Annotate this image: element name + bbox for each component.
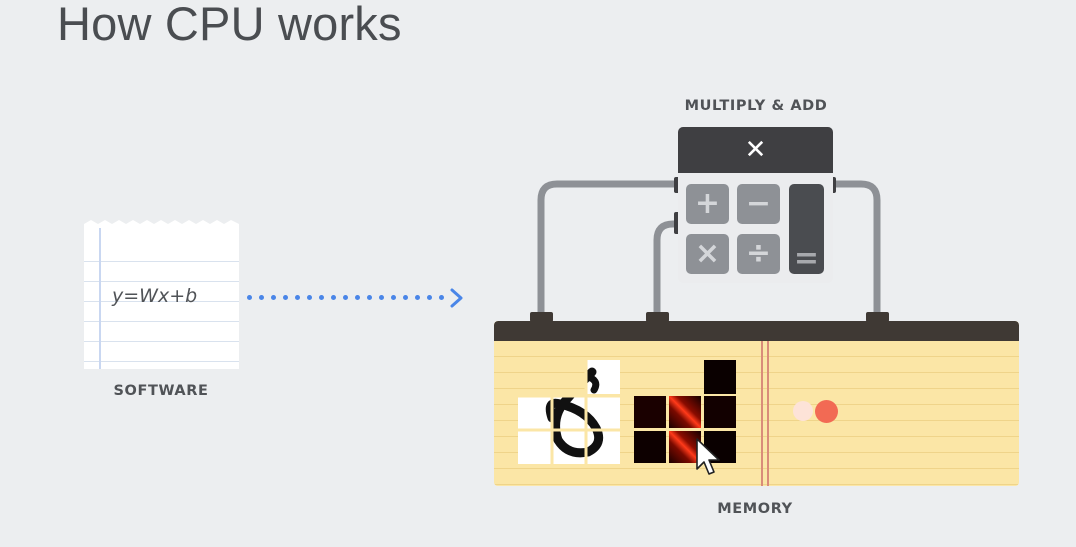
input-image-grid	[518, 360, 620, 464]
arrow-head-icon	[450, 288, 463, 308]
torn-edge	[84, 220, 239, 230]
software-label: SOFTWARE	[113, 383, 209, 399]
notepad-binding	[494, 321, 1019, 341]
alu-label: MULTIPLY & ADD	[684, 98, 828, 114]
software-note: y=Wx+b	[84, 220, 239, 369]
alu-display: ✕	[678, 127, 833, 173]
slide-title: How CPU works	[57, 0, 402, 50]
faded-dot	[793, 401, 813, 421]
plus-key: +	[686, 184, 729, 224]
divide-key: ÷	[737, 234, 780, 274]
margin-line-2	[767, 341, 769, 486]
cursor-pointer-icon	[696, 438, 720, 475]
alu-keypad: + − × ÷ =	[678, 173, 833, 283]
red-dot	[815, 400, 838, 423]
formula-text: y=Wx+b	[112, 285, 198, 307]
output-activation-grid	[634, 360, 736, 463]
equals-key: =	[789, 184, 824, 276]
times-key: ×	[686, 234, 729, 274]
note-lines	[84, 242, 239, 369]
minus-key: −	[737, 184, 780, 224]
memory-label: MEMORY	[717, 501, 793, 517]
note-margin-line	[99, 228, 101, 369]
multiply-icon: ✕	[744, 135, 767, 165]
margin-line-1	[761, 341, 763, 486]
